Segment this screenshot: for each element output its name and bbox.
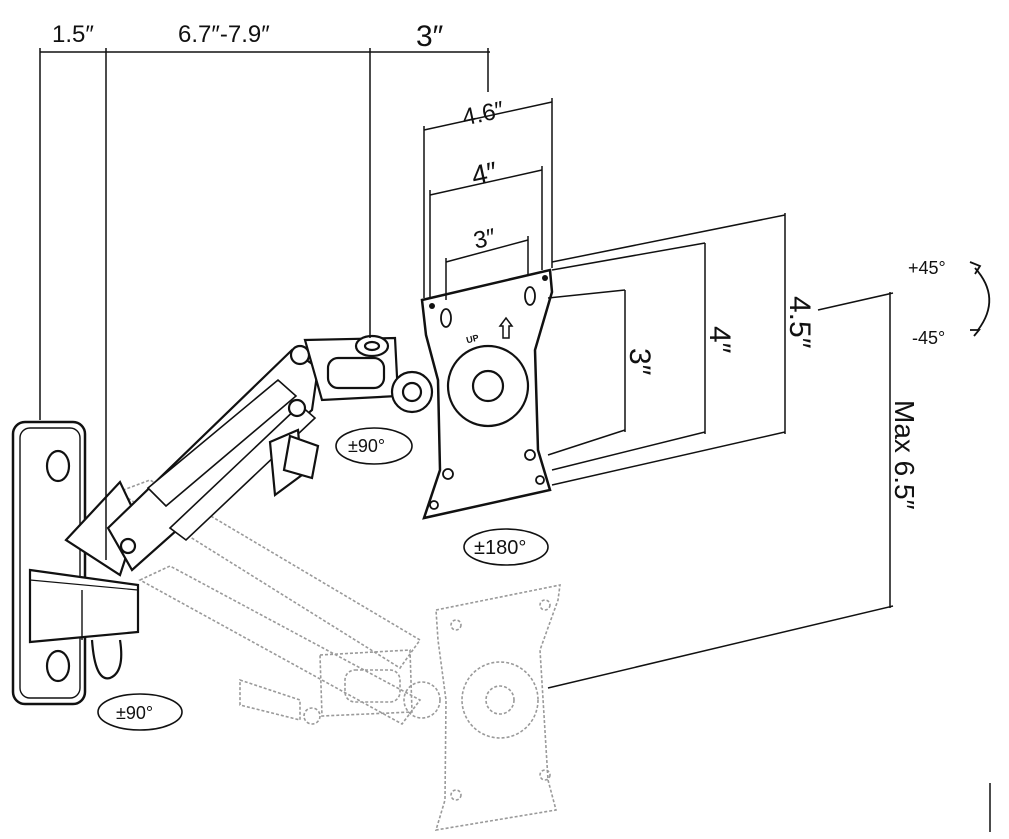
arm-reach-label: 6.7″-7.9″ <box>178 21 270 48</box>
up-arrow-icon <box>498 316 514 339</box>
tilt-up-label: +45° <box>908 258 946 278</box>
rotate-plate-label: ±180° <box>474 537 526 559</box>
swivel-wall-label: ±90° <box>116 703 153 723</box>
tilt-swivel-head <box>303 334 434 414</box>
vesa-outer-height-label: 4.5″ <box>783 296 816 349</box>
swivel-head-icon <box>335 427 413 465</box>
wall-mount-plate <box>11 420 140 706</box>
rotate-plate-icon <box>463 528 549 566</box>
vesa-outer-width-label: 4.6″ <box>460 96 507 131</box>
tilt-arrow-icon <box>969 261 991 337</box>
swivel-wall-icon <box>97 693 183 731</box>
wall-depth-label: 1.5″ <box>52 21 94 48</box>
head-offset-label: 3″ <box>416 20 444 53</box>
swivel-head-label: ±90° <box>348 436 385 456</box>
tilt-down-label: -45° <box>912 328 945 348</box>
max-drop-label: Max 6.5″ <box>889 400 920 510</box>
ghost-vesa-plate <box>434 583 561 832</box>
vesa-100-height-label: 4″ <box>703 326 736 354</box>
vesa-plate: UP <box>420 268 554 520</box>
gas-spring-arm <box>64 344 320 577</box>
plate-up-marking: UP <box>465 333 480 346</box>
vesa-75-height-label: 3″ <box>623 348 656 376</box>
dimension-lines <box>39 48 991 832</box>
vesa-100-width-label: 4″ <box>469 156 500 192</box>
vesa-75-width-label: 3″ <box>471 224 498 255</box>
